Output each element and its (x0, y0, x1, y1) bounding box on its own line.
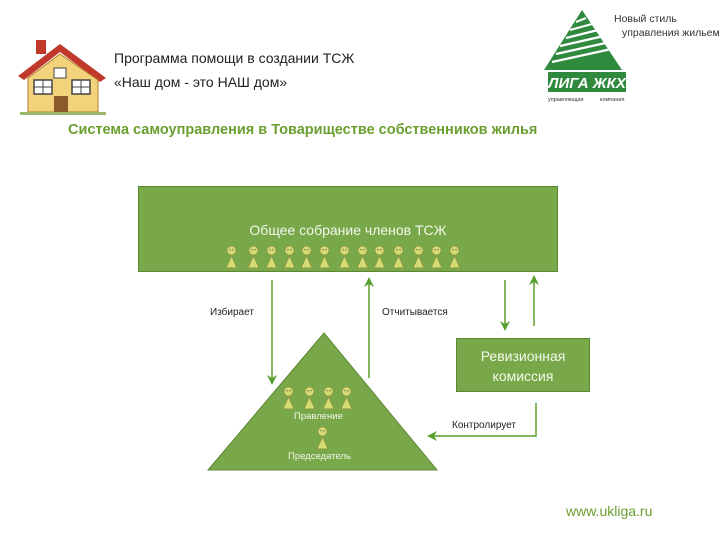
general-assembly-box: Общее собрание членов ТСЖ (138, 186, 558, 272)
elects-label: Избирает (210, 307, 254, 318)
board-label: Правление (294, 411, 343, 422)
logo-subtext-left: управляющая (548, 97, 584, 103)
assembly-members (225, 245, 461, 269)
liga-zhkh-logo: ЛИГА ЖКХ управляющая компания (544, 10, 627, 103)
reports-label: Отчитывается (382, 307, 448, 318)
logo-text: ЛИГА ЖКХ (547, 75, 627, 92)
program-title: Программа помощи в создании ТСЖ (114, 50, 355, 66)
general-assembly-label: Общее собрание членов ТСЖ (249, 222, 447, 238)
controls-label: Контролирует (452, 420, 516, 431)
house-icon (18, 40, 106, 115)
chairman-label: Председатель (288, 451, 351, 462)
controls-arrow (427, 403, 537, 441)
board-triangle (206, 332, 439, 471)
audit-commission-box: Ревизионная комиссия (456, 338, 590, 392)
page-title: Система самоуправления в Товариществе со… (68, 122, 538, 138)
tagline-line2: управления жильем (622, 27, 720, 39)
program-slogan: «Наш дом - это НАШ дом» (114, 74, 288, 90)
audit-commission-label-line1: Ревизионная (480, 348, 566, 364)
logo-subtext-right: компания (600, 97, 624, 103)
website-link[interactable]: www.ukliga.ru (566, 503, 653, 519)
audit-commission-label-line2: комиссия (492, 368, 554, 384)
tagline-line1: Новый стиль (614, 13, 677, 25)
